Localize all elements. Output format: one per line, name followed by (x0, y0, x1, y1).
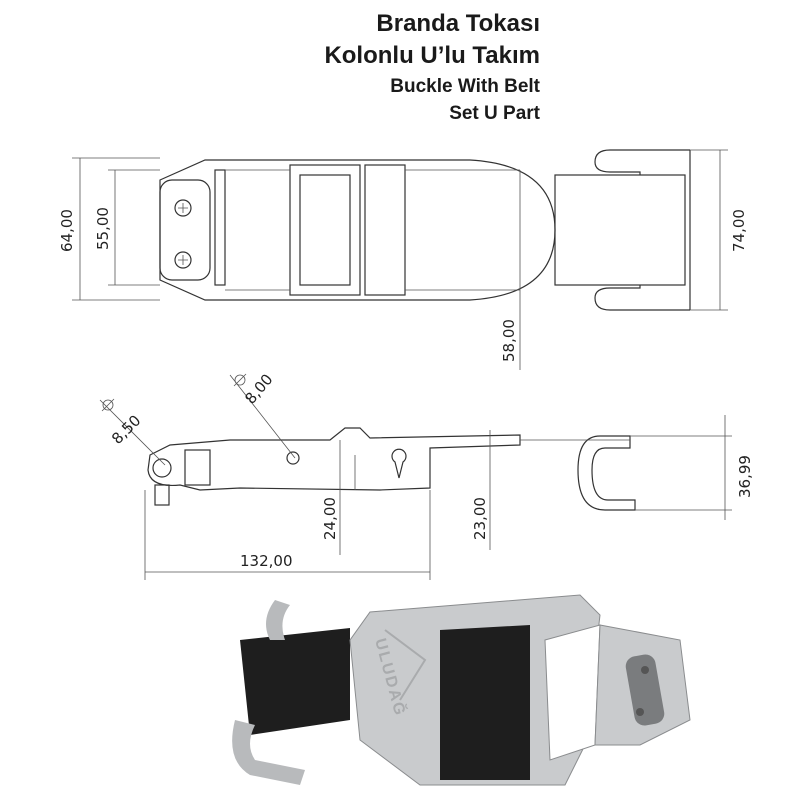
product-photo: ULUDAĞ (232, 594, 691, 786)
title-en-line2: Set U Part (449, 103, 540, 124)
title-tr-line1: Branda Tokası (376, 10, 540, 37)
dim-body-height: 58,00 (500, 319, 518, 362)
dim-overall-height: 64,00 (58, 209, 76, 252)
side-view: 8,50 8,00 132,00 24,00 23,00 36,99 (99, 370, 754, 580)
dim-u-part-height-side: 36,99 (736, 455, 754, 498)
dim-inner-height: 55,00 (94, 207, 112, 250)
dim-hole-large: 8,50 (108, 411, 144, 447)
dim-height-mid: 23,00 (471, 497, 489, 540)
dim-hole-small: 8,00 (241, 370, 276, 407)
title-tr-line2: Kolonlu U’lu Takım (324, 42, 540, 69)
dim-height-left: 24,00 (321, 497, 339, 540)
dim-length: 132,00 (240, 552, 293, 570)
top-view: 64,00 55,00 58,00 74,00 (58, 149, 748, 370)
title-en-line1: Buckle With Belt (390, 76, 540, 97)
dim-u-part-height-top: 74,00 (730, 209, 748, 252)
